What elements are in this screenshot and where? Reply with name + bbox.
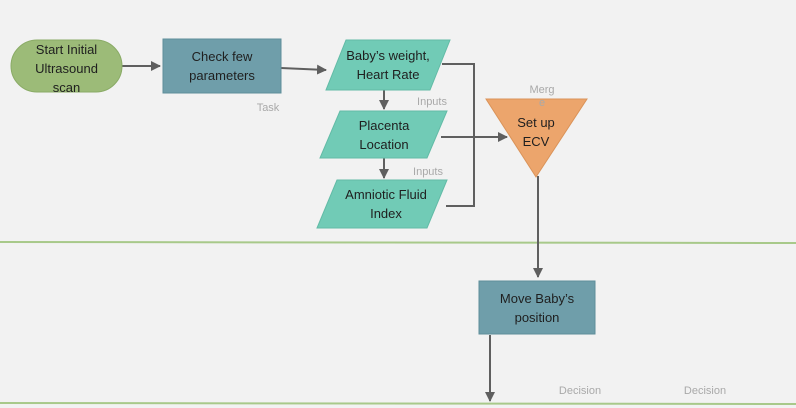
connector-amniotic-to-merge (446, 137, 475, 207)
amniotic-fluid-data-shape[interactable] (316, 179, 448, 229)
inputs-annotation-2: Inputs (413, 166, 443, 178)
merge-annotation: Merg e (529, 84, 555, 109)
start-terminator-shape[interactable] (10, 39, 123, 93)
task-annotation: Task (256, 102, 280, 114)
placenta-location-data-shape[interactable] (319, 110, 448, 159)
lane-divider-2 (0, 402, 796, 405)
move-baby-process-shape[interactable] (478, 280, 596, 335)
decision-annotation-2: Decision (683, 385, 727, 397)
connector-weight-to-merge (442, 63, 475, 137)
inputs-annotation-1: Inputs (417, 96, 447, 108)
decision-annotation-1: Decision (558, 385, 602, 397)
check-parameters-process-shape[interactable] (162, 38, 282, 94)
baby-weight-data-shape[interactable] (325, 39, 451, 91)
merge-setup-ecv-shape[interactable] (485, 98, 588, 178)
lane-divider-1 (0, 241, 796, 244)
connector-check-to-weight (280, 64, 327, 75)
